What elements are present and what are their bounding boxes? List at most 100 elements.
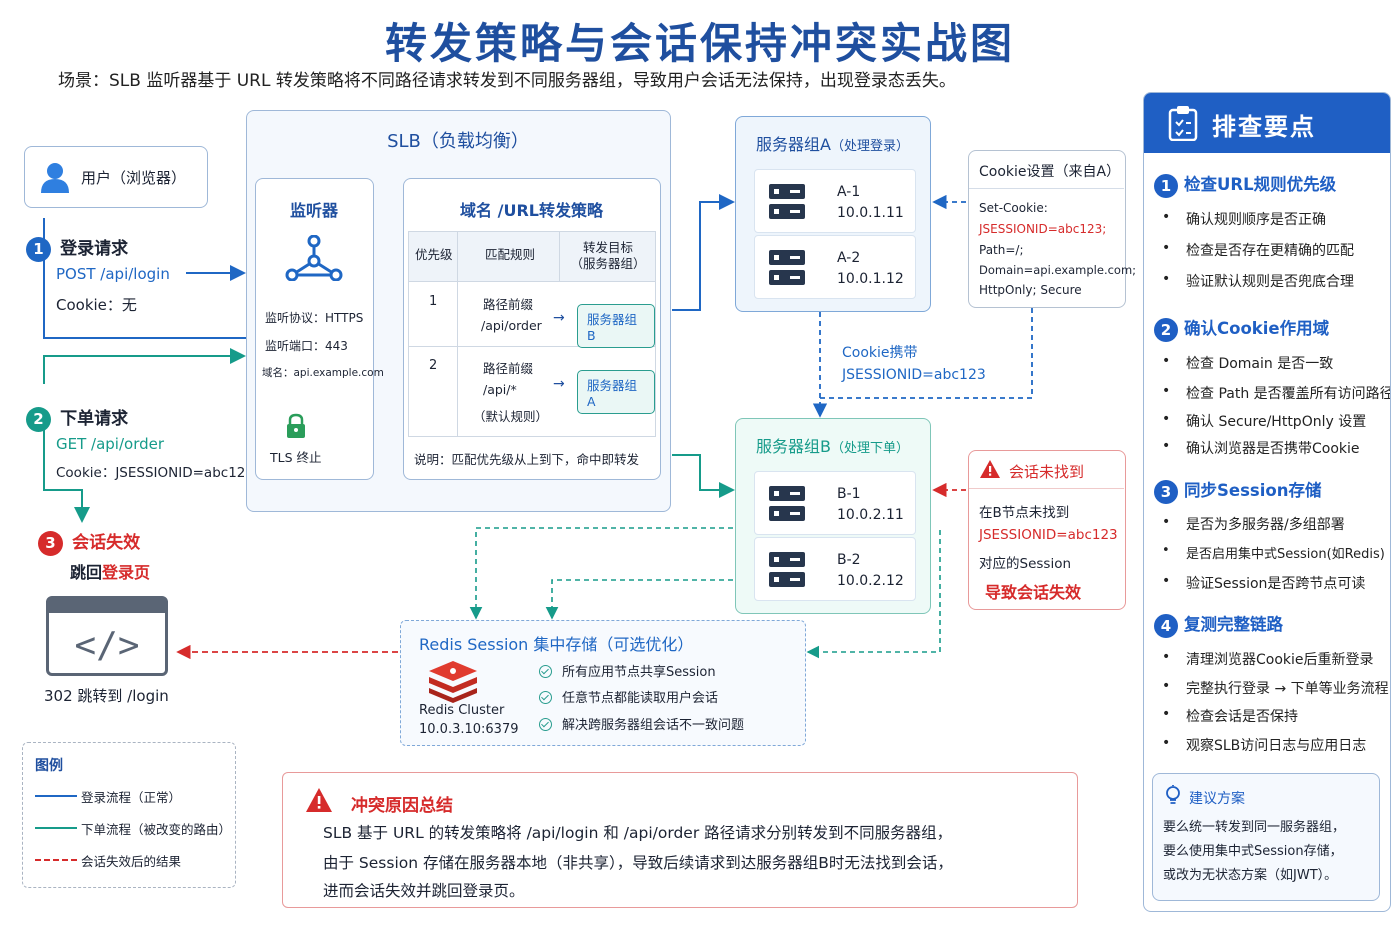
step-number: 2 bbox=[26, 407, 51, 432]
checklist-item: 验证Session是否跨节点可读 bbox=[1162, 573, 1365, 593]
tip-box: 建议方案 要么统一转发到同一服务器组， 要么使用集中式Session存储， 或改… bbox=[1152, 773, 1380, 901]
login-title: 登录请求 bbox=[60, 239, 129, 259]
legend-title: 图例 bbox=[35, 758, 63, 774]
redis-point-text: 解决跨服务器组会话不一致问题 bbox=[562, 718, 745, 733]
checklist-section-1: 1 检查URL规则优先级 bbox=[1154, 171, 1336, 198]
login-cookie: Cookie：无 bbox=[56, 296, 137, 314]
tip-line: 要么使用集中式Session存储， bbox=[1163, 844, 1343, 859]
groupA-subtitle: （处理登录） bbox=[830, 139, 909, 154]
checklist-item: 是否为多服务器/多组部署 bbox=[1162, 514, 1345, 534]
legend-item: 登录流程（正常） bbox=[81, 790, 182, 805]
checklist-section-4: 4 复测完整链路 bbox=[1154, 611, 1283, 638]
server-name: B-1 bbox=[837, 486, 861, 502]
network-icon bbox=[285, 235, 343, 281]
cookie-line: JSESSIONID=abc123; bbox=[979, 222, 1107, 236]
table-target: 服务器组B bbox=[577, 304, 655, 348]
summary-line: 进而会话失效并跳回登录页。 bbox=[323, 882, 525, 900]
groupA-title: 服务器组A（处理登录） bbox=[756, 131, 909, 155]
fail-back-prefix: 跳回 bbox=[70, 563, 103, 582]
server-icon bbox=[769, 250, 805, 288]
summary-title: 冲突原因总结 bbox=[351, 796, 453, 816]
session-missing-result: 导致会话失效 bbox=[985, 583, 1082, 602]
table-cell: 2 bbox=[429, 358, 438, 373]
table-cell: 路径前缀 bbox=[483, 297, 534, 312]
section-title: 复测完整链路 bbox=[1184, 615, 1283, 634]
checklist-header bbox=[1144, 93, 1390, 153]
redis-point: 所有应用节点共享Session bbox=[539, 661, 716, 680]
redis-cluster: Redis Cluster bbox=[419, 703, 505, 718]
server-ip: 10.0.2.11 bbox=[837, 507, 904, 523]
warning-icon bbox=[980, 460, 1000, 478]
groupB-subtitle: （处理下单） bbox=[830, 441, 909, 456]
table-cell: /api/order bbox=[481, 318, 542, 333]
redis-title: Redis Session 集中存储（可选优化） bbox=[419, 635, 694, 654]
server-icon bbox=[769, 184, 805, 222]
listener-title: 监听器 bbox=[289, 201, 338, 220]
section-number: 2 bbox=[1154, 317, 1178, 342]
section-title: 确认Cookie作用域 bbox=[1184, 319, 1330, 338]
server-name: B-2 bbox=[837, 552, 861, 568]
listener-port: 监听端口：443 bbox=[265, 339, 348, 353]
policy-table: 优先级 匹配规则 转发目标 （服务器组） 1 路径前缀 /api/order →… bbox=[408, 231, 656, 437]
summary-box: 冲突原因总结 SLB 基于 URL 的转发策略将 /api/login 和 /a… bbox=[282, 772, 1078, 908]
order-cookie: Cookie：JSESSIONID=abc123 bbox=[56, 465, 254, 481]
groupB-box: 服务器组B（处理下单） B-1 10.0.2.11 B-2 10.0.2.12 bbox=[735, 418, 931, 614]
policy-note: 说明：匹配优先级从上到下，命中即转发 bbox=[414, 452, 640, 467]
server-ip: 10.0.2.12 bbox=[837, 573, 904, 589]
server-ip: 10.0.1.12 bbox=[837, 271, 904, 287]
arrow-glyph: → bbox=[553, 376, 565, 392]
legend-fail-line bbox=[35, 859, 77, 861]
table-cell: 路径前缀 bbox=[483, 361, 534, 376]
section-title: 检查URL规则优先级 bbox=[1184, 175, 1337, 194]
clipboard-icon bbox=[1168, 106, 1198, 141]
redirect-label: 302 跳转到 /login bbox=[44, 687, 169, 705]
checklist-item: 观察SLB访问日志与应用日志 bbox=[1162, 735, 1366, 755]
section-number: 4 bbox=[1154, 613, 1178, 638]
legend: 图例 登录流程（正常） 下单流程（被改变的路由） 会话失效后的结果 bbox=[22, 742, 236, 888]
section-number: 1 bbox=[1154, 173, 1178, 198]
legend-item: 会话失效后的结果 bbox=[81, 854, 182, 869]
order-flow-line bbox=[43, 348, 246, 384]
server-name: A-1 bbox=[837, 184, 861, 200]
order-title: 下单请求 bbox=[60, 409, 129, 429]
session-missing-box: 会话未找到 在B节点未找到 JSESSIONID=abc123 对应的Sessi… bbox=[968, 450, 1126, 610]
client-label: 用户（浏览器） bbox=[81, 169, 187, 187]
redis-point: 任意节点都能读取用户会话 bbox=[539, 687, 718, 706]
redis-to-groupB-line bbox=[806, 530, 941, 659]
table-cell: /api/* bbox=[483, 382, 517, 397]
scenario-subtitle: 场景：SLB 监听器基于 URL 转发策略将不同路径请求转发到不同服务器组，导致… bbox=[58, 71, 956, 91]
session-missing-title: 会话未找到 bbox=[1009, 463, 1085, 481]
session-missing-line: 在B节点未找到 bbox=[979, 505, 1070, 521]
client-box: 用户（浏览器） bbox=[24, 146, 208, 208]
checklist-item: 清理浏览器Cookie后重新登录 bbox=[1162, 649, 1373, 669]
table-cell: （默认规则） bbox=[473, 409, 549, 424]
tip-title: 建议方案 bbox=[1189, 791, 1245, 807]
groupB-name: 服务器组B bbox=[756, 437, 831, 456]
checklist-item: 确认 Secure/HttpOnly 设置 bbox=[1162, 411, 1366, 431]
lightbulb-icon bbox=[1166, 785, 1180, 804]
checklist-item: 检查 Path 是否覆盖所有访问路径 bbox=[1162, 383, 1390, 403]
redis-point-text: 所有应用节点共享Session bbox=[562, 665, 716, 680]
legend-order-line bbox=[35, 827, 77, 829]
table-header-cell: 匹配规则 bbox=[485, 247, 536, 262]
fail-back: 跳回登录页 bbox=[70, 559, 150, 583]
cookie-line: Path=/; bbox=[979, 243, 1024, 257]
fail-step: 3 会话失效 bbox=[38, 528, 140, 556]
step-number: 3 bbox=[38, 531, 63, 556]
slb-to-groupA-arrow bbox=[672, 194, 735, 311]
table-target: 服务器组A bbox=[577, 370, 655, 414]
check-icon bbox=[539, 691, 552, 704]
check-icon bbox=[539, 665, 552, 678]
groupB-to-redis-line2 bbox=[545, 579, 733, 620]
arrow-glyph: → bbox=[553, 310, 565, 326]
lock-icon bbox=[287, 413, 305, 438]
check-icon bbox=[539, 718, 552, 731]
checklist-item: 检查是否存在更精确的匹配 bbox=[1162, 240, 1354, 260]
order-request: GET /api/order bbox=[56, 435, 165, 453]
login-request: POST /api/login bbox=[56, 265, 170, 283]
warning-icon bbox=[306, 788, 332, 812]
cookie-carry-line2: JSESSIONID=abc123 bbox=[842, 367, 986, 383]
table-cell: 1 bbox=[429, 294, 438, 309]
